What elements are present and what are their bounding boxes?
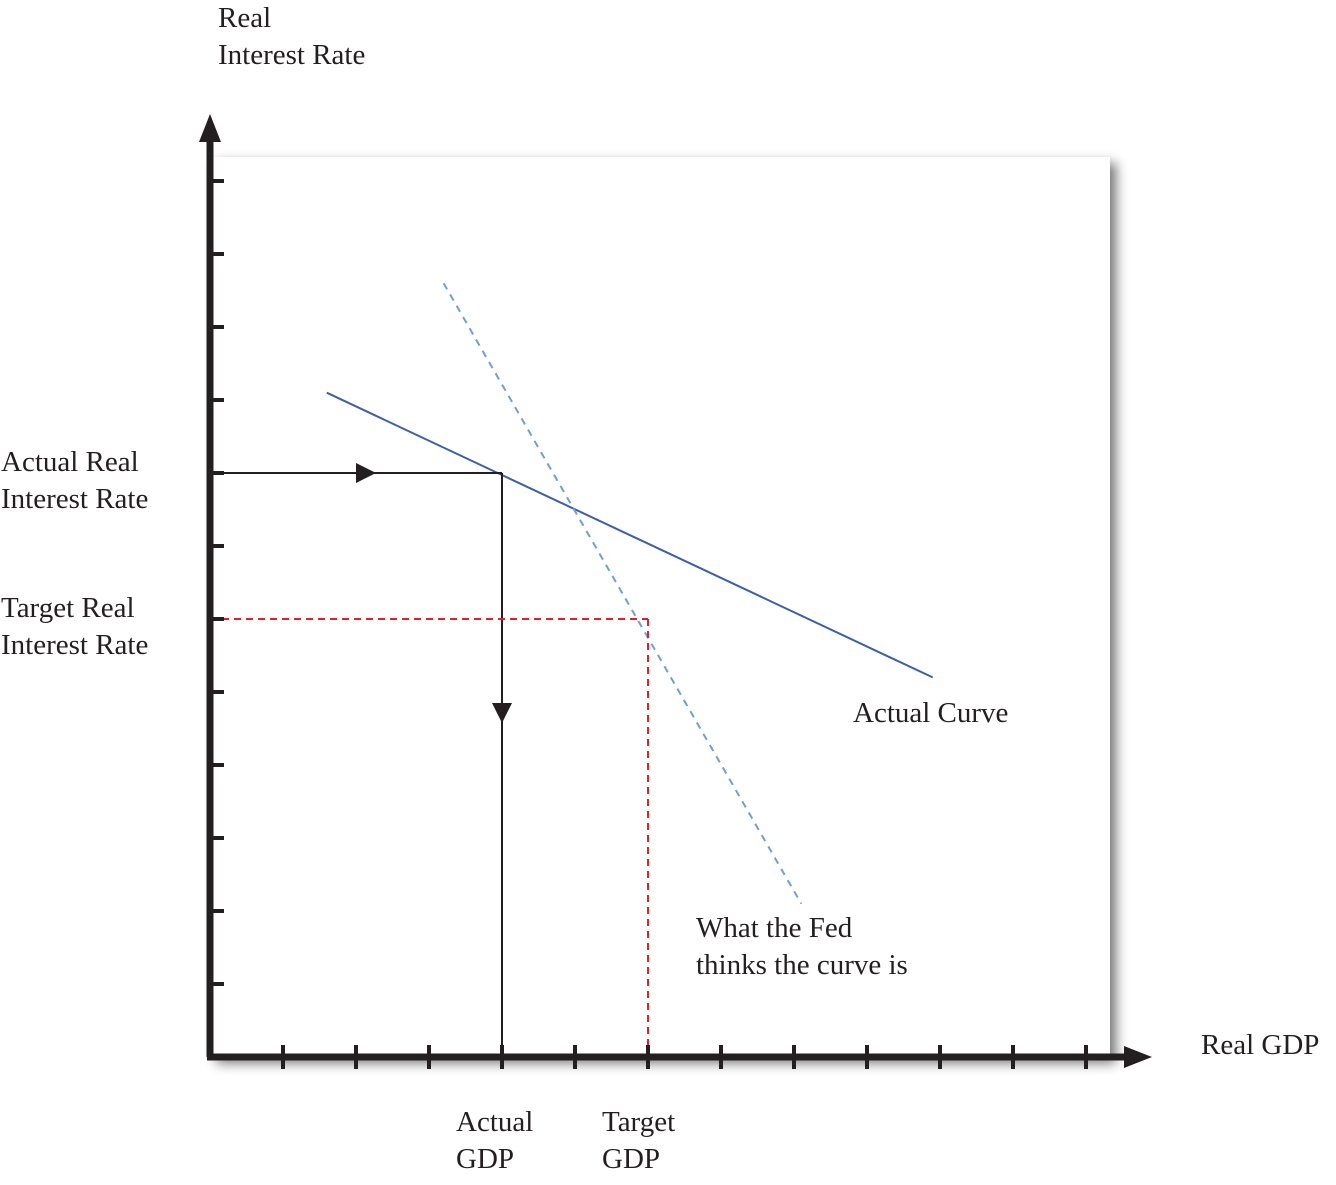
actual-curve-line [326,391,934,679]
plot-frame [210,157,1110,1057]
y-tick-label-line: Interest Rate [1,483,148,515]
x-axis-title: Real GDP [1201,1029,1319,1061]
actual-rate-arrow-icon [356,463,376,483]
y-axis-title-line: Interest Rate [218,39,365,71]
fed-curve-label-line: thinks the curve is [696,949,908,981]
series-layer [326,282,934,905]
y-axis-arrow-icon [199,114,221,142]
y-tick-label-line: Interest Rate [1,629,148,661]
y-tick-label-line: Actual Real [1,446,139,478]
axis-layer [199,114,1152,1069]
x-tick-label-line: GDP [602,1143,660,1175]
x-tick-label-line: Target [602,1106,675,1138]
fed-curve-label-line: What the Fed [696,912,853,944]
guide-layer [210,463,649,1057]
fed-curve-label: What the Fed thinks the curve is [696,912,908,981]
x-tick-label-line: Actual [456,1106,533,1138]
x-axis-arrow-icon [1124,1046,1152,1068]
fed-perceived-curve-line [442,282,803,905]
x-tick-label-line: GDP [456,1143,514,1175]
actual-curve-label: Actual Curve [853,697,1008,729]
actual-gdp-arrow-icon [492,703,512,723]
actual-curve-label-line: Actual Curve [853,697,1008,729]
y-tick-label-line: Target Real [1,592,135,624]
y-axis-title-line: Real [218,2,271,34]
